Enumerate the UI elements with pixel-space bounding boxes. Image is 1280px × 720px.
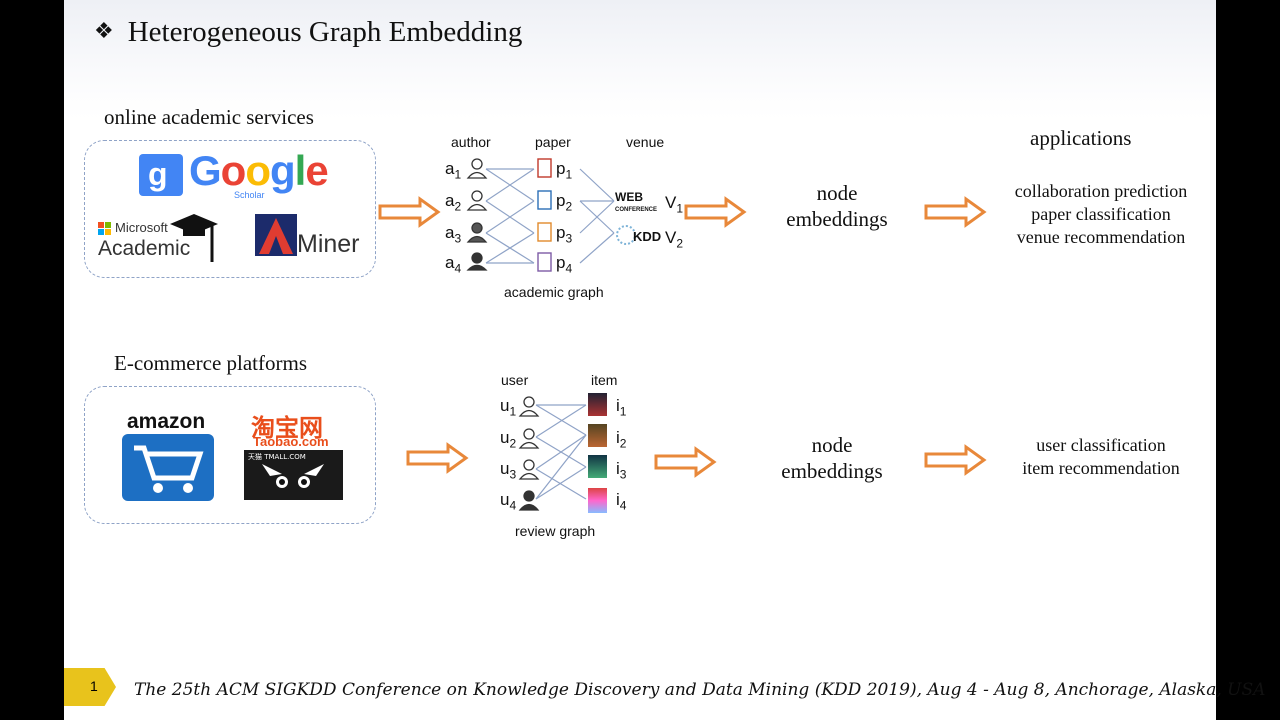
academic-graph-label: academic graph (504, 284, 604, 300)
cart-icon (134, 445, 204, 493)
author-header: author (451, 134, 491, 150)
item-node-i1: i1 (616, 396, 627, 419)
taobao-cn-logo: 淘宝网 (251, 414, 323, 442)
paper-node-p4: p4 (556, 253, 573, 276)
item-poster-2 (588, 424, 607, 447)
author-node-a1: a1 (445, 159, 462, 182)
paper-header: paper (535, 134, 571, 150)
academic-section-label: online academic services (104, 105, 314, 129)
review-graph-edges (535, 404, 587, 500)
user-header: user (501, 372, 529, 388)
tmall-logo: 天猫 TMALL.COM (244, 450, 343, 500)
venue-header: venue (626, 134, 665, 150)
graduation-cap-icon (170, 214, 218, 262)
arrow-icon (924, 444, 987, 476)
academic-logos-box (84, 140, 376, 278)
academic-label: Academic (98, 237, 191, 260)
arrow-icon (684, 196, 747, 228)
academic-application-1: collaboration prediction (1014, 181, 1188, 201)
microsoft-label: Microsoft (115, 220, 168, 235)
academic-application-2: paper classification (1031, 204, 1171, 224)
person-icons (466, 158, 488, 271)
bullet-icon: ❖ (94, 18, 114, 43)
arrow-icon (924, 196, 987, 228)
item-poster-1 (588, 393, 607, 416)
academic-application-3: venue recommendation (1016, 227, 1186, 247)
ecommerce-application-1: user classification (1036, 435, 1166, 455)
page-number: 1 (90, 678, 98, 694)
item-poster-4 (588, 488, 607, 513)
ecommerce-application-2: item recommendation (1022, 458, 1180, 478)
kdd-logo: KDD (633, 229, 662, 244)
page-number-badge: 1 (64, 668, 116, 706)
paper-node-p1: p1 (556, 159, 573, 182)
ecommerce-node-embeddings: node embeddings (781, 433, 883, 483)
footer-citation: The 25th ACM SIGKDD Conference on Knowle… (134, 680, 1266, 700)
paper-icons (537, 158, 552, 272)
item-node-i2: i2 (616, 428, 627, 451)
amazon-logo-text: amazon (127, 410, 206, 433)
arrow-icon (654, 446, 717, 478)
taobao-logo: Taobao.com (253, 434, 329, 449)
review-graph-label: review graph (515, 523, 596, 539)
kdd-gear-icon (616, 225, 636, 245)
google-logo: Google (189, 147, 329, 194)
user-node-u4: u4 (500, 490, 517, 513)
google-scholar-icon: g (139, 154, 183, 196)
user-node-u2: u2 (500, 428, 517, 451)
arrow-icon (406, 442, 469, 474)
venue-node-v2: V2 (665, 228, 684, 251)
paper-node-p2: p2 (556, 191, 573, 214)
venue-node-v1: V1 (665, 193, 684, 216)
google-scholar-sub: Scholar (234, 190, 265, 200)
paper-node-p3: p3 (556, 223, 573, 246)
item-poster-3 (588, 455, 607, 478)
applications-header: applications (1030, 126, 1132, 150)
slide: ❖ Heterogeneous Graph Embedding online ac… (64, 0, 1265, 720)
academic-graph-edges (485, 168, 615, 264)
author-node-a3: a3 (445, 223, 462, 246)
microsoft-icon (98, 222, 112, 236)
item-node-i3: i3 (616, 459, 627, 482)
aminer-icon (255, 214, 297, 256)
author-node-a4: a4 (445, 253, 462, 276)
title-text: Heterogeneous Graph Embedding (127, 16, 523, 48)
user-person-icons (518, 396, 540, 511)
arrow-icon (378, 196, 441, 228)
ecommerce-logos-box (84, 386, 376, 524)
author-node-a2: a2 (445, 191, 462, 214)
ecommerce-section-label: E-commerce platforms (114, 351, 307, 375)
academic-node-embeddings: node embeddings (786, 181, 888, 231)
user-node-u1: u1 (500, 396, 517, 419)
page-title: ❖ Heterogeneous Graph Embedding (94, 16, 522, 49)
item-node-i4: i4 (616, 490, 627, 513)
user-node-u3: u3 (500, 459, 517, 482)
aminer-label: Miner (297, 230, 360, 258)
amazon-logo (122, 434, 214, 501)
item-header: item (591, 372, 618, 388)
